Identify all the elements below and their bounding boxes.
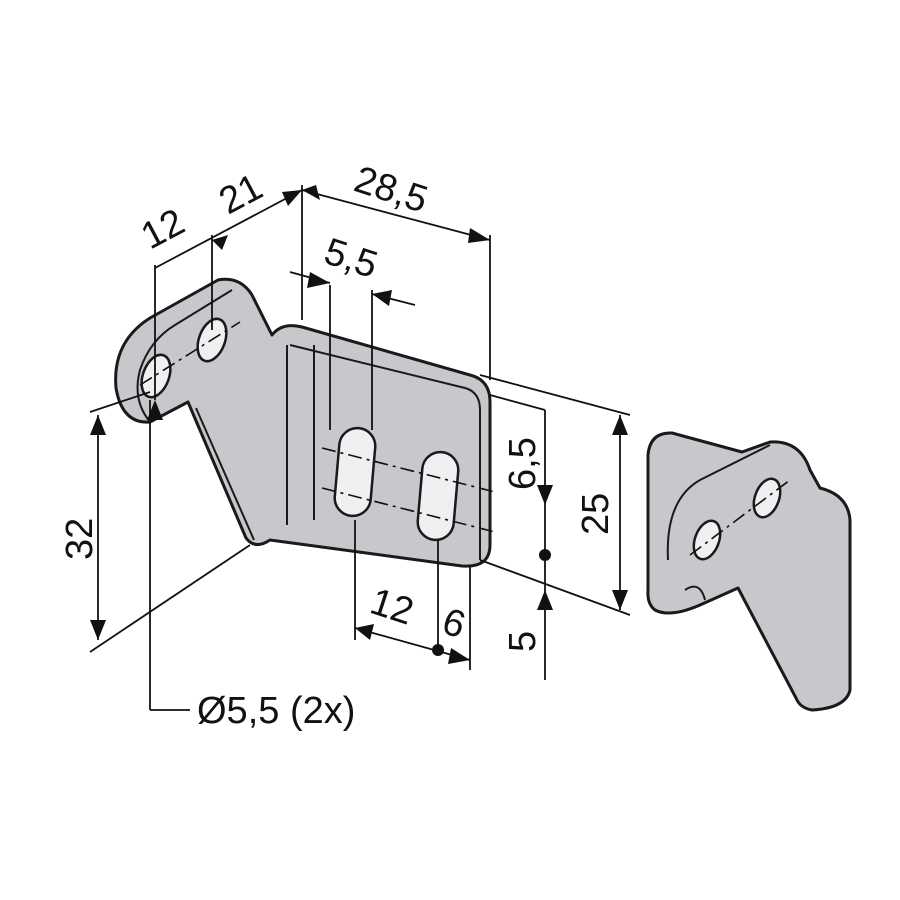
main-bracket <box>114 277 496 568</box>
dim-flange-offset: 21 <box>213 166 270 223</box>
bracket-side-view <box>646 431 852 712</box>
dim-slot-width: 5,5 <box>319 231 382 287</box>
dimension-labels: 12 21 28,5 5,5 6,5 25 32 12 6 5 Ø5,5 (2x… <box>59 159 617 732</box>
dim-slot-bottom: 5 <box>502 631 544 652</box>
dim-hole-diameter: Ø5,5 (2x) <box>197 690 355 732</box>
dimension-lines <box>89 185 631 711</box>
dim-plate-width: 28,5 <box>349 159 432 222</box>
slot-1 <box>333 426 377 518</box>
dim-flange-height: 32 <box>59 518 101 560</box>
slot-2 <box>416 450 460 542</box>
mount-hole-1 <box>140 353 172 399</box>
dim-plate-height: 25 <box>575 493 617 535</box>
dim-slot-length: 6,5 <box>502 437 544 490</box>
dim-hole-pitch: 12 <box>135 201 192 258</box>
dim-slot-edge: 6 <box>437 601 470 647</box>
